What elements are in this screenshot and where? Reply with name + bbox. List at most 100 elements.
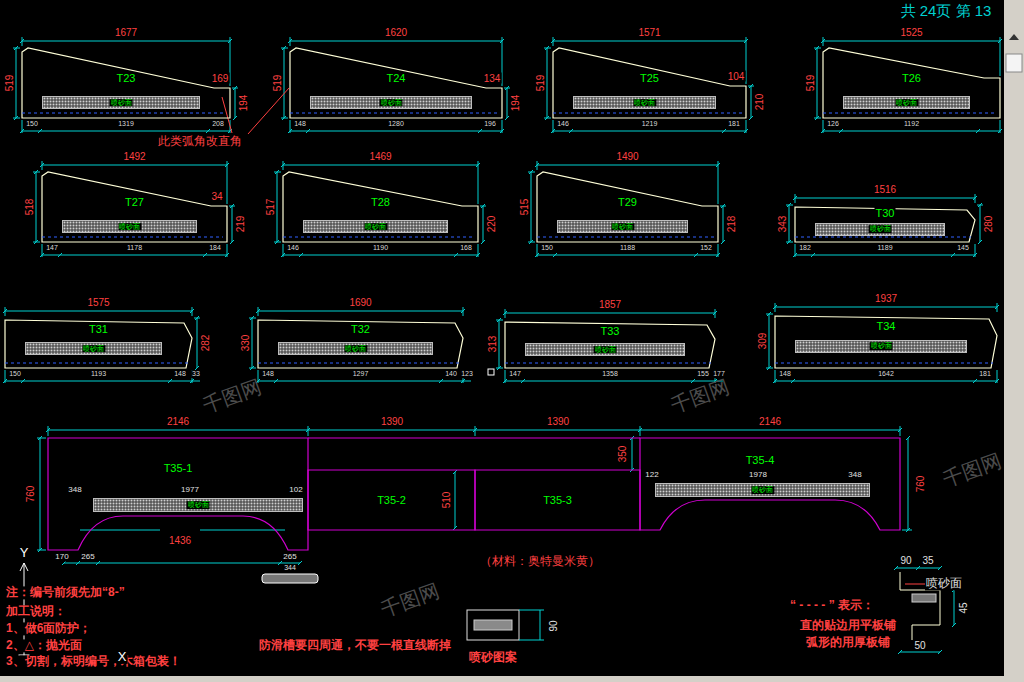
dimension-line bbox=[252, 318, 253, 368]
dimension-line bbox=[497, 318, 501, 322]
piece-edge bbox=[823, 48, 1000, 118]
stone-piece: T28喷砂面 bbox=[283, 172, 478, 242]
dimension-line bbox=[3, 379, 7, 383]
dimension-value: 1490 bbox=[615, 151, 639, 162]
dimension-line bbox=[40, 438, 41, 550]
dimension-value: 1677 bbox=[114, 27, 138, 38]
laying-line bbox=[795, 237, 971, 238]
stone-piece: T25喷砂面 bbox=[553, 48, 746, 118]
section-hatch bbox=[912, 594, 936, 602]
piece-edge bbox=[640, 438, 900, 530]
dimension-line bbox=[14, 116, 18, 120]
dimension-line bbox=[503, 379, 507, 383]
dimension-line bbox=[503, 311, 507, 315]
laying-line bbox=[537, 237, 714, 238]
piece-edge bbox=[537, 172, 718, 242]
dimension-line bbox=[938, 650, 942, 654]
dimension-value: 282 bbox=[200, 334, 211, 353]
laying-line bbox=[258, 363, 459, 364]
piece-edge bbox=[5, 320, 192, 368]
dimension-line bbox=[476, 163, 480, 167]
dimension-line bbox=[500, 129, 504, 133]
dimension-value: 182 bbox=[798, 244, 812, 252]
dimension-value: 1190 bbox=[372, 244, 389, 252]
dimension-line bbox=[751, 86, 752, 118]
dimension-line bbox=[500, 39, 504, 43]
dimension-value: 90 bbox=[548, 619, 559, 632]
stone-piece: T35-3 bbox=[475, 470, 640, 530]
laying-line bbox=[775, 363, 993, 364]
dimension-line bbox=[906, 436, 910, 440]
dimension-value: 350 bbox=[617, 445, 628, 464]
sandblast-strip: 喷砂面 bbox=[795, 340, 967, 353]
dimension-line bbox=[230, 204, 234, 208]
note-text: 3、切割，标明编号，木箱包装！ bbox=[5, 655, 182, 668]
dimension-line bbox=[195, 316, 199, 320]
dimension-line bbox=[815, 46, 819, 50]
note-text: 2、△：抛光面 bbox=[5, 639, 83, 652]
sample-box bbox=[467, 610, 519, 640]
sandblast-strip: 喷砂面 bbox=[557, 220, 688, 233]
dimension-value: 518 bbox=[24, 198, 35, 217]
dimension-line bbox=[767, 366, 771, 370]
dimension-value: 181 bbox=[978, 370, 992, 378]
dimension-value: 309 bbox=[757, 332, 768, 351]
dimension-line bbox=[769, 314, 770, 368]
dimension-line bbox=[235, 88, 236, 118]
piece-outline bbox=[48, 438, 308, 550]
dimension-line bbox=[16, 48, 17, 118]
dimension-line bbox=[821, 39, 825, 43]
dimension-line bbox=[225, 253, 229, 257]
dimension-value: 1571 bbox=[637, 27, 661, 38]
dimension-line bbox=[553, 41, 746, 42]
dimension-line bbox=[76, 561, 80, 565]
dimension-value: 134 bbox=[483, 73, 502, 84]
sandblast-strip: 喷砂面 bbox=[815, 223, 945, 236]
dimension-line bbox=[62, 561, 66, 565]
dimension-line bbox=[233, 86, 237, 90]
surface-label: 喷砂面 bbox=[187, 501, 210, 509]
dimension-line bbox=[282, 116, 286, 120]
dimension-line bbox=[916, 566, 920, 570]
dimension-line bbox=[954, 590, 955, 625]
laying-line bbox=[5, 363, 188, 364]
surface-label: 喷砂面 bbox=[870, 343, 893, 351]
dimension-line bbox=[951, 253, 955, 257]
dimension-line bbox=[497, 366, 501, 370]
dimension-value: 1690 bbox=[348, 297, 372, 308]
piece-edge bbox=[775, 316, 997, 368]
dimension-value: 1575 bbox=[86, 297, 110, 308]
dimension-line bbox=[275, 170, 279, 174]
dimension-value: 155 bbox=[696, 370, 710, 378]
dimension-value: 168 bbox=[459, 244, 473, 252]
dimension-value: 1390 bbox=[380, 416, 404, 427]
dimension-line bbox=[632, 438, 633, 470]
dimension-value: 150 bbox=[25, 120, 39, 128]
dimension-value: 519 bbox=[805, 74, 816, 93]
dimension-value: 145 bbox=[956, 244, 970, 252]
dimension-line bbox=[299, 253, 303, 257]
dimension-line bbox=[200, 530, 285, 531]
dimension-line bbox=[767, 312, 771, 316]
dimension-value: 1193 bbox=[90, 370, 107, 378]
dimension-value: 760 bbox=[915, 475, 926, 494]
stone-piece: T32喷砂面 bbox=[258, 318, 463, 368]
dimension-line bbox=[787, 240, 791, 244]
surface-label: 喷砂面 bbox=[594, 346, 617, 354]
dimension-value: 2146 bbox=[758, 416, 782, 427]
piece-number: T32 bbox=[350, 323, 371, 335]
dimension-line bbox=[505, 86, 509, 90]
dimension-value: 1492 bbox=[122, 151, 146, 162]
dimension-line bbox=[995, 379, 999, 383]
dimension-line bbox=[38, 129, 42, 133]
dimension-line bbox=[821, 129, 825, 133]
surface-label: 喷砂面 bbox=[364, 223, 387, 231]
dimension-line bbox=[519, 640, 544, 641]
laying-line bbox=[505, 363, 711, 364]
note-text: 共 24页 第 13 bbox=[900, 3, 993, 20]
dimension-line bbox=[256, 309, 260, 313]
dimension-line bbox=[250, 366, 254, 370]
dimension-value: 150 bbox=[540, 244, 554, 252]
dimension-value: 344 bbox=[283, 564, 297, 572]
dimension-line bbox=[5, 311, 192, 312]
